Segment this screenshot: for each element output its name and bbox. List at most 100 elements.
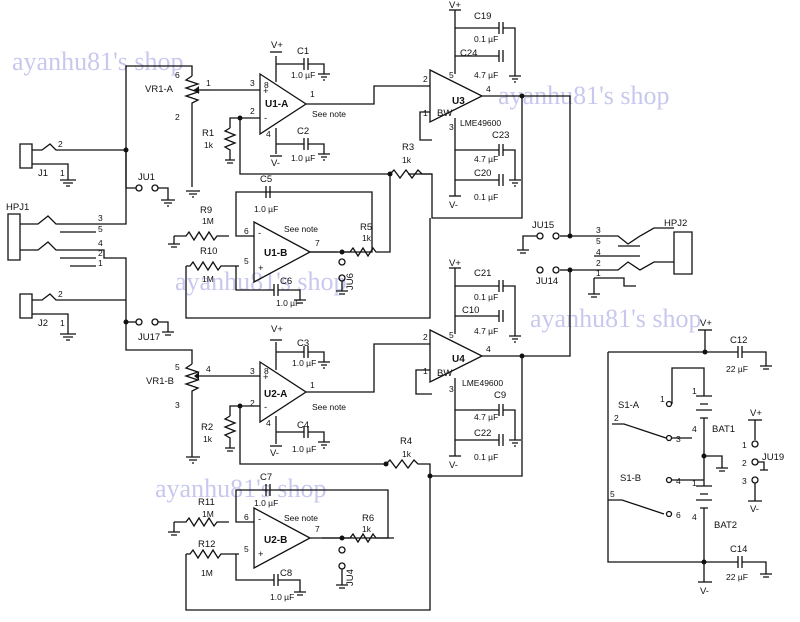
svg-text:5: 5 — [449, 330, 454, 340]
svg-text:1: 1 — [423, 366, 428, 376]
svg-text:BW: BW — [437, 108, 452, 119]
svg-text:C22: C22 — [474, 428, 491, 439]
svg-text:2: 2 — [423, 74, 428, 84]
bat2-label: BAT2 — [714, 520, 737, 531]
svg-text:3: 3 — [449, 122, 454, 132]
watermark: ayanhu81's shop — [530, 304, 702, 333]
svg-text:2: 2 — [58, 289, 63, 299]
vr1b-label: VR1-B — [146, 376, 174, 387]
svg-text:C6: C6 — [280, 276, 292, 287]
svg-text:1: 1 — [423, 108, 428, 118]
svg-text:5: 5 — [449, 70, 454, 80]
svg-text:3: 3 — [449, 384, 454, 394]
r6-label: R6 — [362, 513, 374, 524]
svg-text:4: 4 — [692, 424, 697, 434]
svg-text:1: 1 — [60, 318, 65, 328]
svg-text:2: 2 — [98, 248, 103, 258]
svg-text:1: 1 — [310, 380, 315, 390]
svg-text:C20: C20 — [474, 168, 491, 179]
svg-text:3: 3 — [98, 213, 103, 223]
svg-text:V-: V- — [271, 158, 280, 169]
svg-text:1M: 1M — [202, 509, 214, 519]
svg-text:4: 4 — [266, 418, 271, 428]
svg-text:2: 2 — [250, 106, 255, 116]
ju17-label: JU17 — [138, 332, 160, 343]
bat2-battery: BAT2 1 4 — [692, 472, 737, 548]
s1a-switch: S1-A 1 2 3 — [612, 394, 692, 444]
svg-text:1.0 µF: 1.0 µF — [254, 498, 278, 508]
r2-label: R2 — [201, 422, 213, 433]
hpj1-label: HPJ1 — [6, 202, 29, 213]
svg-text:+: + — [258, 549, 264, 560]
svg-text:1: 1 — [596, 268, 601, 278]
svg-text:4.7 µF: 4.7 µF — [474, 326, 498, 336]
hpj2-jack: HPJ2 3 5 4 2 1 — [570, 218, 693, 298]
svg-text:4: 4 — [98, 238, 103, 248]
svg-text:C14: C14 — [730, 544, 747, 555]
svg-text:2: 2 — [58, 139, 63, 149]
svg-text:1k: 1k — [402, 155, 412, 165]
svg-text:1: 1 — [660, 394, 665, 404]
j1-label: J1 — [38, 168, 48, 179]
u3-buffer: U3 BW LME49600 2 4 5 3 1 — [423, 68, 501, 132]
svg-text:2: 2 — [614, 413, 619, 423]
svg-text:0.1 µF: 0.1 µF — [474, 34, 498, 44]
svg-text:22 µF: 22 µF — [726, 572, 748, 582]
svg-text:LME49600: LME49600 — [462, 378, 503, 388]
r3-label: R3 — [402, 142, 414, 153]
svg-text:LME49600: LME49600 — [460, 118, 501, 128]
watermark: ayanhu81's shop — [155, 474, 327, 503]
svg-text:22 µF: 22 µF — [726, 364, 748, 374]
svg-text:6: 6 — [244, 512, 249, 522]
svg-text:7: 7 — [315, 238, 320, 248]
svg-text:7: 7 — [315, 524, 320, 534]
svg-text:4.7 µF: 4.7 µF — [474, 70, 498, 80]
svg-text:4: 4 — [206, 364, 211, 374]
svg-text:V-: V- — [700, 586, 709, 597]
watermark: ayanhu81's shop — [175, 267, 347, 296]
bat1-label: BAT1 — [712, 424, 735, 435]
r1-label: R1 — [202, 128, 214, 139]
ju14-label: JU14 — [536, 276, 558, 287]
svg-text:V-: V- — [449, 460, 458, 471]
s1b-switch: S1-B 4 5 6 — [608, 473, 704, 520]
svg-text:1: 1 — [692, 386, 697, 396]
svg-text:2: 2 — [596, 258, 601, 268]
svg-text:+: + — [263, 86, 269, 97]
svg-text:8: 8 — [264, 80, 269, 90]
svg-text:5: 5 — [244, 544, 249, 554]
svg-text:C12: C12 — [730, 335, 747, 346]
svg-text:1k: 1k — [402, 449, 412, 459]
svg-text:C5: C5 — [260, 174, 272, 185]
svg-text:0.1 µF: 0.1 µF — [474, 452, 498, 462]
svg-text:C21: C21 — [474, 268, 491, 279]
vr1b-pot: VR1-B 5 4 3 — [146, 362, 211, 464]
svg-text:4: 4 — [676, 476, 681, 486]
r12-label: R12 — [198, 539, 215, 550]
svg-text:4: 4 — [692, 512, 697, 522]
svg-text:2: 2 — [250, 398, 255, 408]
svg-text:6: 6 — [676, 510, 681, 520]
svg-text:0.1 µF: 0.1 µF — [474, 192, 498, 202]
svg-text:5: 5 — [98, 224, 103, 234]
svg-text:U4: U4 — [452, 354, 465, 365]
svg-text:See note: See note — [312, 109, 346, 119]
svg-text:1.0 µF: 1.0 µF — [270, 592, 294, 602]
svg-text:1: 1 — [98, 258, 103, 268]
svg-text:4.7 µF: 4.7 µF — [474, 412, 498, 422]
svg-text:See note: See note — [284, 224, 318, 234]
r5-label: R5 — [360, 222, 372, 233]
ju19-jumper: V+ V- 1 2 3 JU19 — [742, 408, 784, 515]
svg-text:1: 1 — [692, 478, 697, 488]
svg-text:1M: 1M — [202, 274, 214, 284]
svg-text:U2-B: U2-B — [264, 535, 287, 546]
svg-text:V+: V+ — [750, 408, 762, 419]
ju19-label: JU19 — [762, 452, 784, 463]
svg-text:V+: V+ — [271, 40, 283, 51]
watermark: ayanhu81's shop — [12, 47, 184, 76]
svg-text:V-: V- — [449, 200, 458, 211]
ju6-label: JU6 — [345, 273, 356, 290]
svg-text:8: 8 — [264, 366, 269, 376]
svg-text:4: 4 — [266, 129, 271, 139]
svg-text:1k: 1k — [362, 233, 372, 243]
